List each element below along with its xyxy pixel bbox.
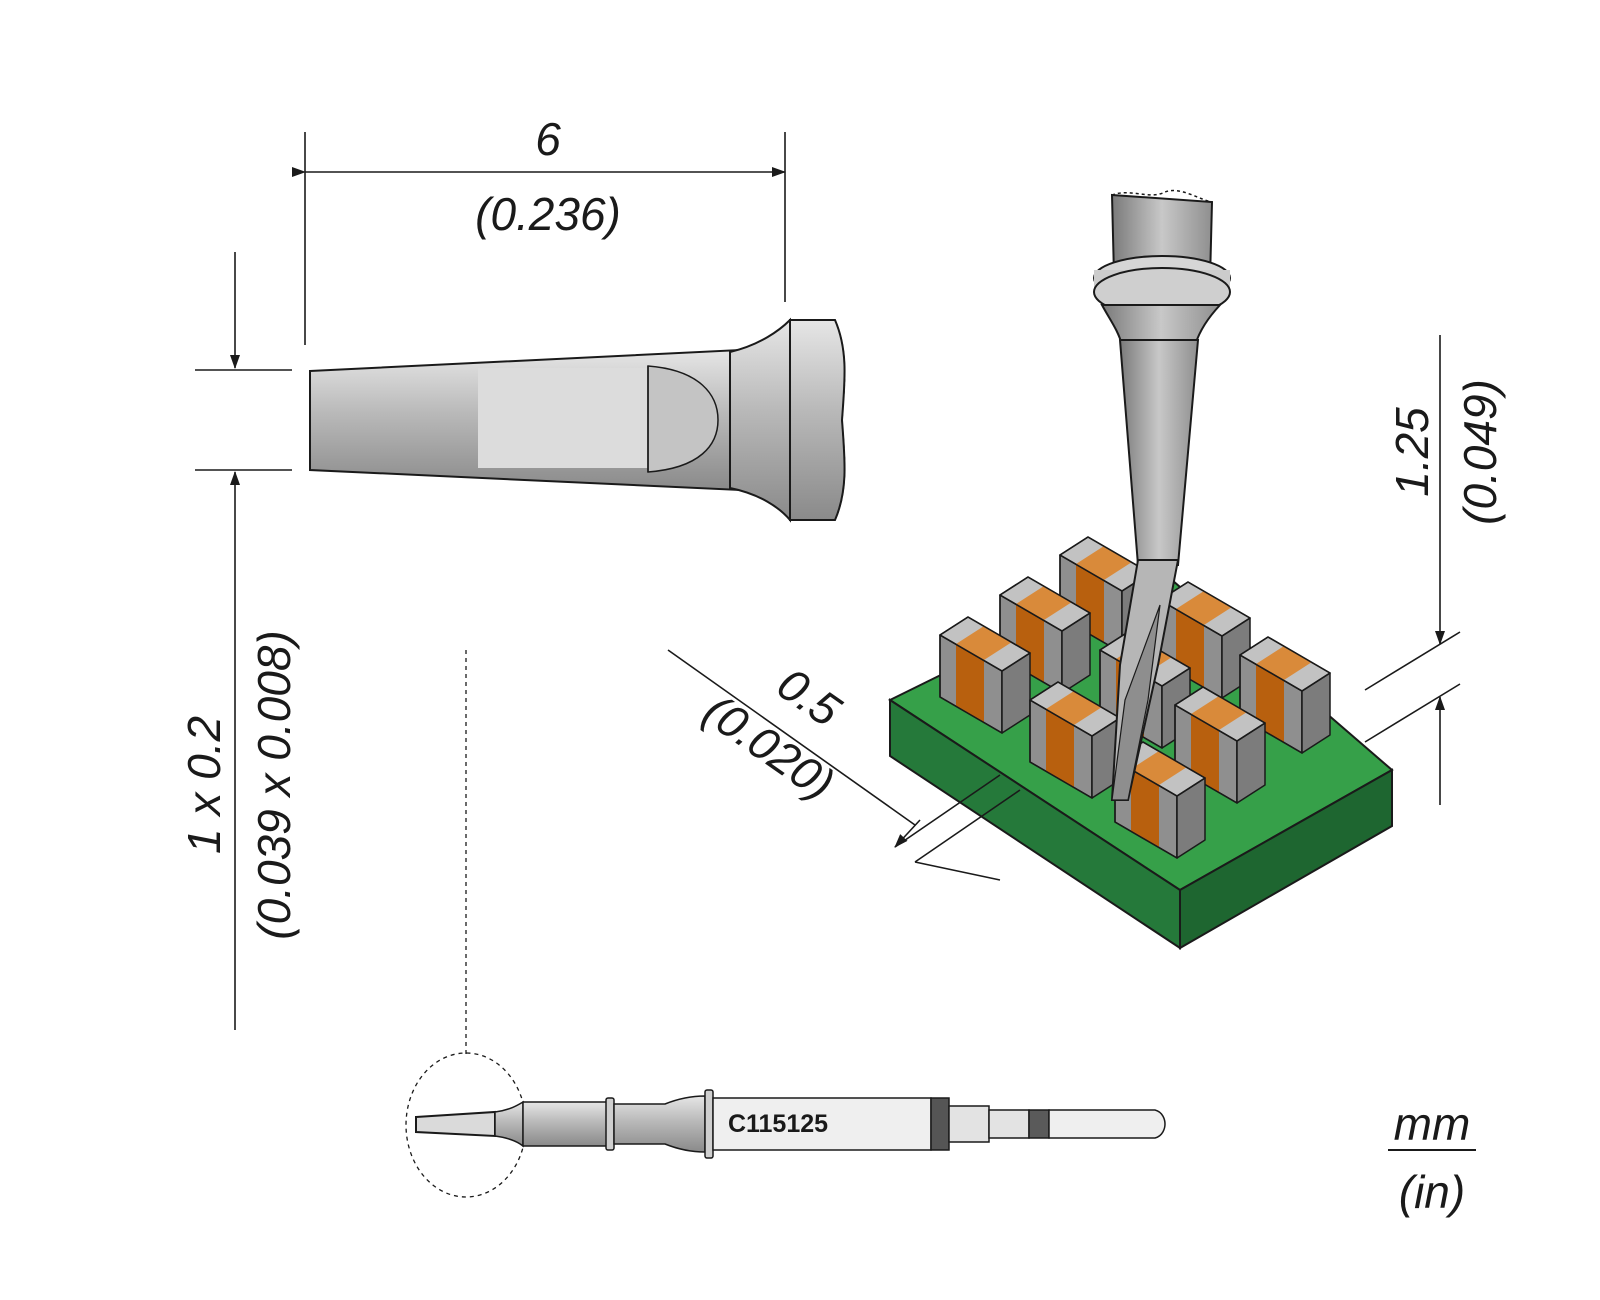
tip-profile xyxy=(309,317,846,523)
height-mm-label: 1.25 xyxy=(1386,407,1438,497)
length-mm-label: 6 xyxy=(535,113,561,165)
smd-capacitor xyxy=(1174,686,1266,804)
tip-width-dimension: 1 x 0.2 (0.039 x 0.008) xyxy=(178,252,300,1030)
tip-width-in-label: (0.039 x 0.008) xyxy=(248,630,300,939)
units-mm-label: mm xyxy=(1394,1098,1471,1150)
length-dimension: 6 (0.236) xyxy=(292,113,786,345)
height-in-label: (0.049) xyxy=(1454,379,1506,525)
height-dimension: 1.25 (0.049) xyxy=(1364,335,1506,805)
length-in-label: (0.236) xyxy=(475,188,621,240)
units-legend: mm (in) xyxy=(1388,1098,1476,1218)
smd-capacitor xyxy=(999,576,1091,694)
tip-width-mm-label: 1 x 0.2 xyxy=(178,716,230,854)
units-in-label: (in) xyxy=(1399,1166,1465,1218)
tip-perspective xyxy=(1093,189,1231,801)
part-number-label: C115125 xyxy=(728,1110,828,1138)
smd-capacitor xyxy=(1239,636,1331,754)
cartridge-drawing: C115125 xyxy=(405,1052,1166,1198)
smd-capacitor xyxy=(939,616,1031,734)
